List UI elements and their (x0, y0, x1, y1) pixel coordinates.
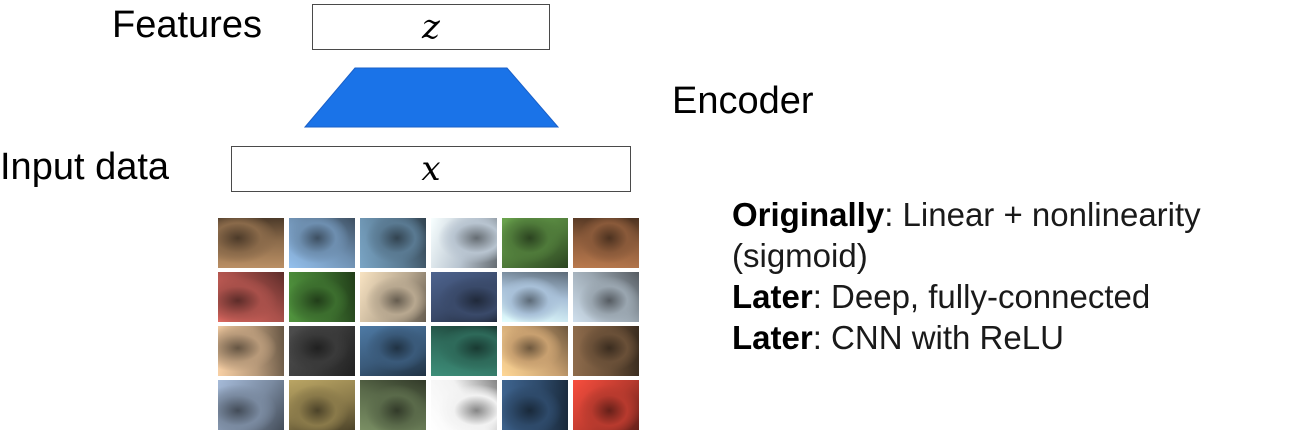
thumbnail-deer (502, 380, 568, 430)
note-line-4-text: : CNN with ReLU (812, 319, 1064, 356)
thumbnail-cat (218, 218, 284, 268)
thumbnail-airplane (431, 380, 497, 430)
features-symbol: z (422, 7, 440, 47)
features-label: Features (112, 4, 262, 46)
thumbnail-truck (360, 326, 426, 376)
thumbnail-truck (573, 380, 639, 430)
note-line-3: Later: Deep, fully-connected (732, 276, 1201, 317)
note-line-4-bold: Later (732, 319, 813, 356)
thumbnail-horse (289, 326, 355, 376)
thumbnail-airplane (502, 272, 568, 322)
features-box: z (312, 4, 550, 50)
encoder-notes: Originally: Linear + nonlinearity (sigmo… (732, 194, 1201, 358)
thumbnail-ship (431, 326, 497, 376)
thumbnail-frog (289, 380, 355, 430)
thumbnail-ship (289, 218, 355, 268)
thumbnail-ship (360, 218, 426, 268)
note-line-2: (sigmoid) (732, 235, 1201, 276)
note-line-3-text: : Deep, fully-connected (812, 278, 1151, 315)
note-line-4: Later: CNN with ReLU (732, 317, 1201, 358)
note-line-2-text: (sigmoid) (732, 237, 868, 274)
note-line-3-bold: Later (732, 278, 813, 315)
thumbnail-airplane (431, 218, 497, 268)
thumbnail-truck (573, 272, 639, 322)
thumbnail-automobile (431, 272, 497, 322)
thumbnail-cat (360, 272, 426, 322)
thumbnail-frog (502, 218, 568, 268)
thumbnail-ship (218, 380, 284, 430)
thumbnail-frog (289, 272, 355, 322)
thumbnail-horse (573, 326, 639, 376)
encoder-label: Encoder (672, 80, 814, 122)
input-box: x (231, 146, 631, 192)
thumbnail-frog (573, 218, 639, 268)
input-label: Input data (0, 146, 170, 188)
note-line-1-bold: Originally (732, 196, 885, 233)
thumbnail-horse (360, 380, 426, 430)
note-line-1-text: : Linear + nonlinearity (884, 196, 1201, 233)
thumbnail-dog (218, 326, 284, 376)
input-symbol: x (421, 149, 441, 189)
thumbnail-dog (502, 326, 568, 376)
thumbnail-automobile (218, 272, 284, 322)
input-image-grid (218, 218, 639, 430)
encoder-trapezoid-shape (303, 67, 560, 128)
note-line-1: Originally: Linear + nonlinearity (732, 194, 1201, 235)
